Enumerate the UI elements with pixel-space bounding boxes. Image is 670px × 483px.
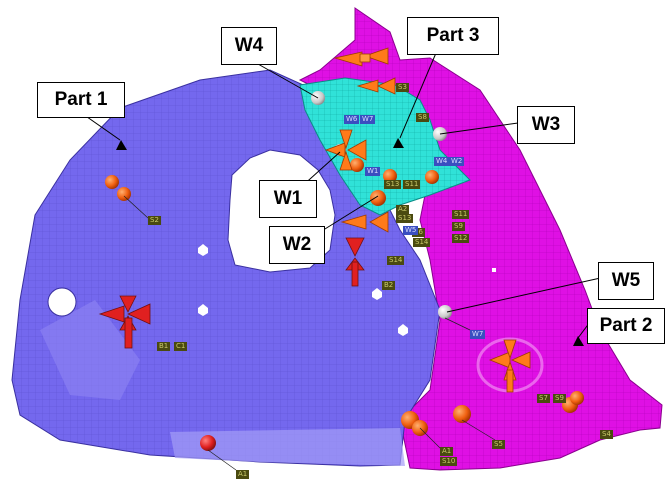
clamp-arrows-orange — [324, 47, 531, 393]
callout-w4: W4 — [221, 27, 277, 65]
tag-w7: W7 — [470, 330, 486, 339]
part-1-pointer — [116, 140, 127, 150]
round-hole — [47, 287, 77, 317]
tag-s1: S13 — [396, 214, 414, 223]
part-1-flange-left — [40, 300, 140, 400]
hex-hole — [372, 288, 382, 300]
tag-a1: A1 — [236, 470, 250, 479]
tag-s14a: S14 — [413, 238, 431, 247]
weld-w5-sphere — [438, 305, 452, 319]
callout-w1: W1 — [259, 180, 317, 218]
square-hole — [492, 268, 496, 272]
tag-w5: W5 — [403, 226, 419, 235]
tag-s11: S11 — [403, 180, 421, 189]
callout-part3: Part 3 — [407, 17, 499, 55]
tag-w6: W6 — [344, 115, 360, 124]
locator-spheres — [105, 158, 584, 436]
tag-s10: S10 — [440, 457, 458, 466]
tag-s6: S6 — [412, 228, 425, 237]
callout-w5: W5 — [598, 262, 654, 300]
clamp-arrows-red — [98, 237, 365, 349]
part-3-pointer — [393, 138, 404, 148]
hex-hole — [398, 324, 408, 336]
part-1-flange — [170, 428, 405, 466]
tag-b1: B1 — [157, 342, 171, 351]
callout-w2: W2 — [269, 226, 325, 264]
tag-s12: S12 — [452, 234, 470, 243]
tag-w1: W1 — [365, 167, 381, 176]
tag-w7-top: W7 — [360, 115, 376, 124]
hex-hole — [198, 304, 208, 316]
tag-s5: S5 — [492, 440, 505, 449]
callout-part2: Part 2 — [587, 308, 665, 344]
tag-a1b: A1 — [440, 447, 454, 456]
hex-hole — [198, 244, 208, 256]
tag-s8: S8 — [416, 113, 429, 122]
tag-s7: S7 — [537, 394, 550, 403]
tag-w4: W4 — [434, 157, 450, 166]
tag-s14b: S14 — [387, 256, 405, 265]
tag-s4: S4 — [600, 430, 613, 439]
callout-part1: Part 1 — [37, 82, 125, 118]
part-2-pointer — [573, 336, 584, 346]
callout-w3: W3 — [517, 106, 575, 144]
tag-s11b: S11 — [452, 210, 470, 219]
tag-s9: S9 — [452, 222, 465, 231]
tag-a2: A2 — [396, 205, 410, 214]
tag-s2: S2 — [148, 216, 161, 225]
tag-s3: S3 — [396, 83, 409, 92]
tag-s13: S13 — [384, 180, 402, 189]
tag-w2: W2 — [449, 157, 465, 166]
tag-s9b: S9 — [553, 394, 566, 403]
tag-b2: B2 — [382, 281, 396, 290]
tag-c1: C1 — [174, 342, 188, 351]
tag-leaders — [123, 195, 496, 471]
locator-red-sphere — [200, 435, 216, 451]
